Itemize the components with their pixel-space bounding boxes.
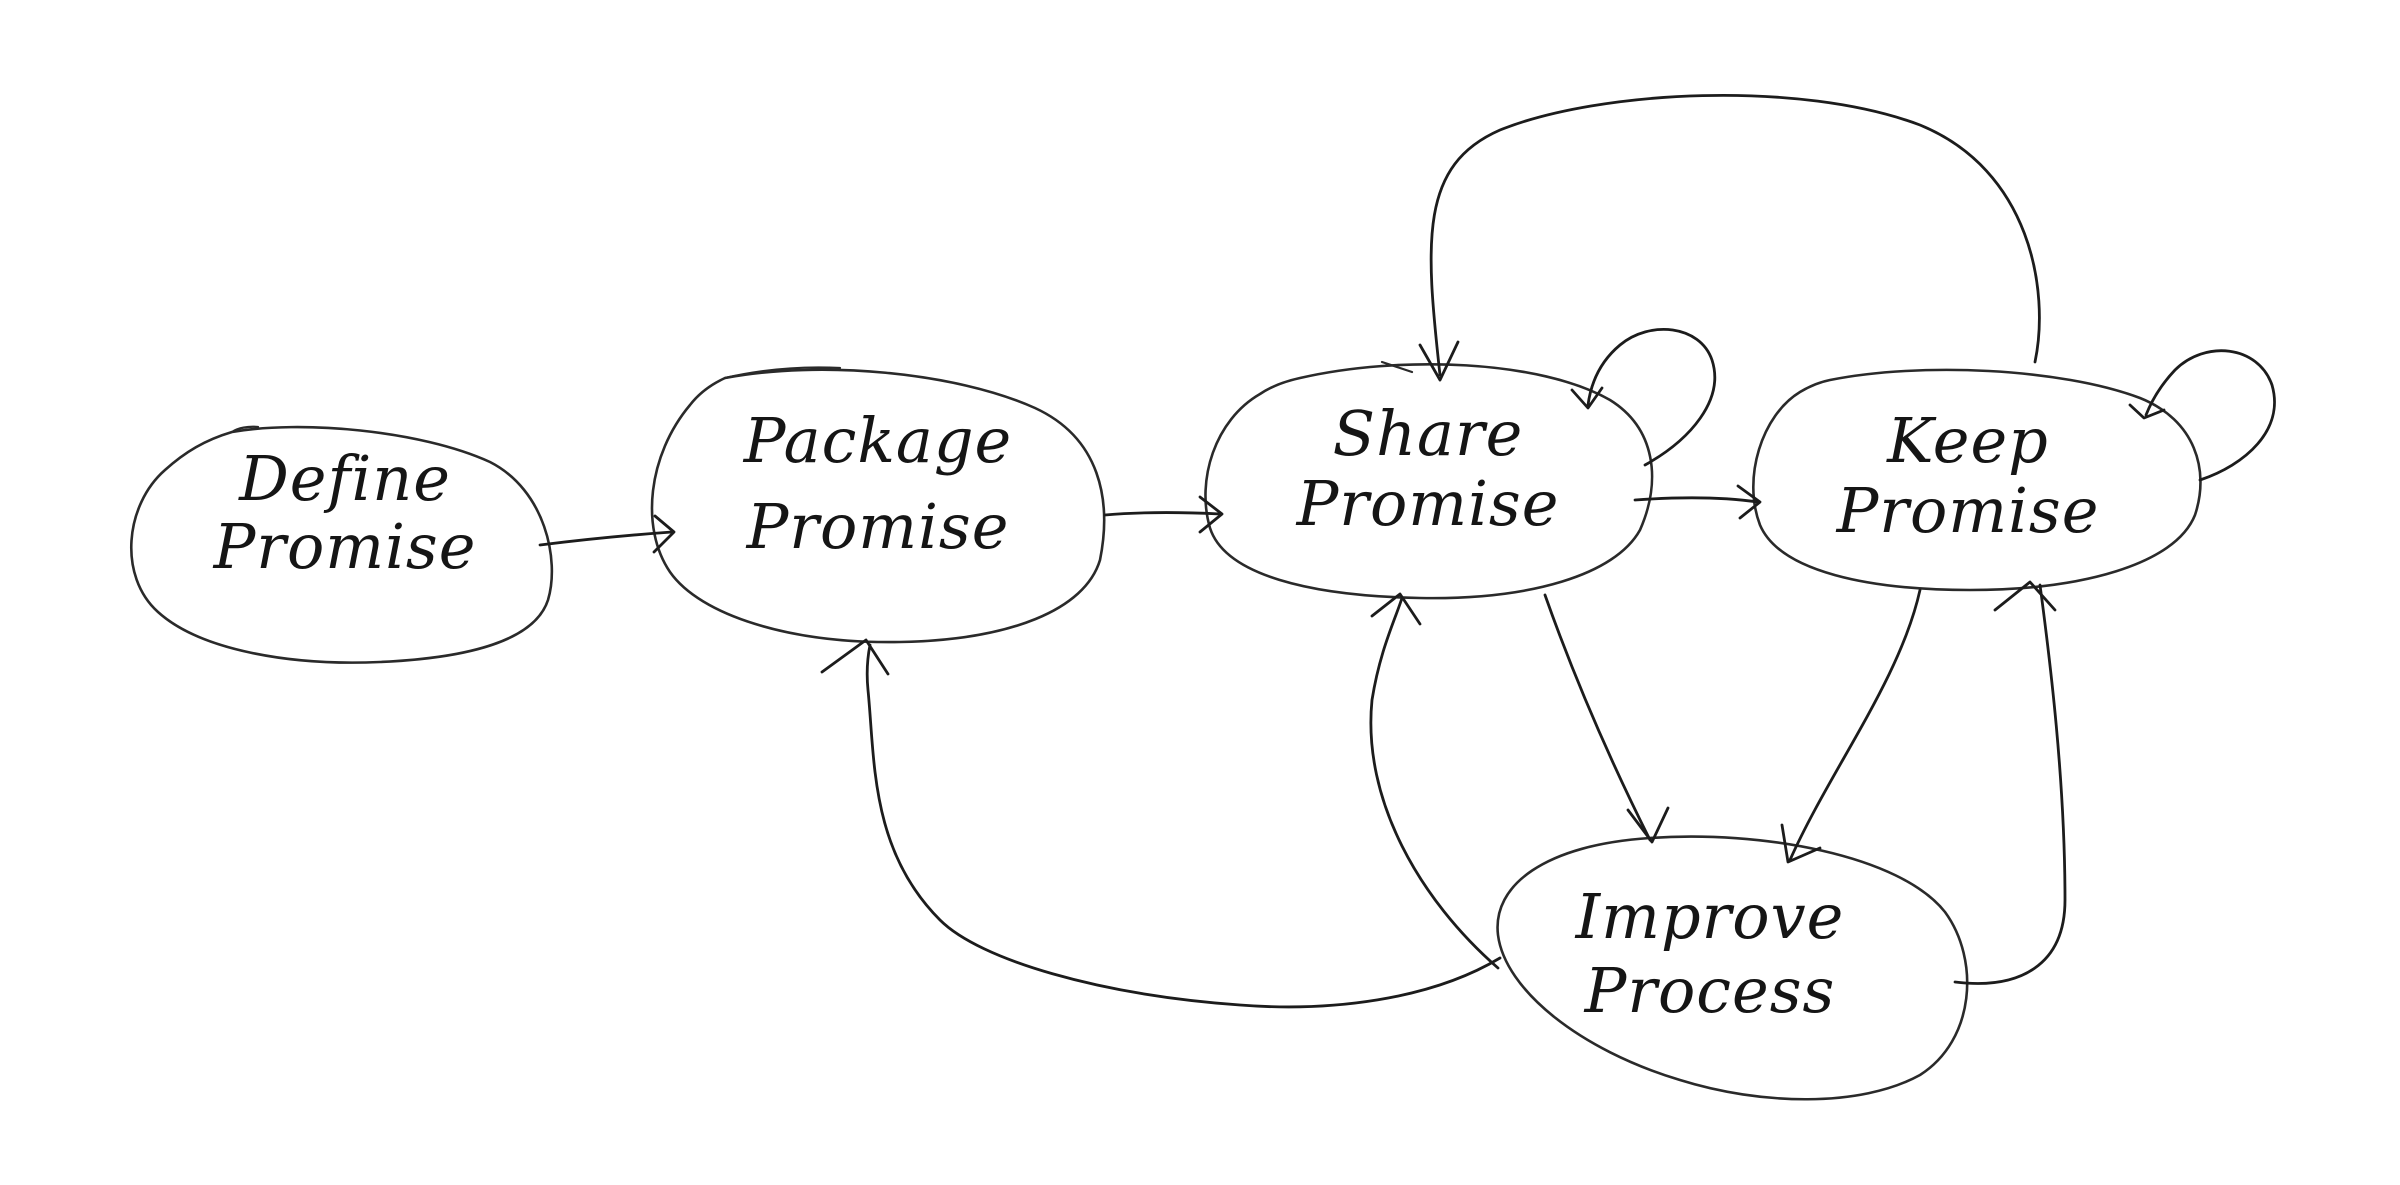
node-improve-process-shape: [1496, 835, 1969, 1101]
node-improve-process-label-line1: Improve: [1575, 880, 1845, 953]
node-package-promise-shape: [650, 368, 1106, 644]
edge-define-to-package-line: [538, 530, 674, 547]
edge-improve-to-package-arrowhead: [820, 638, 890, 676]
node-define-promise: Define Promise: [130, 425, 554, 664]
edge-define-to-package-arrowhead: [652, 514, 676, 554]
edge-improve-to-share: [1369, 592, 1500, 970]
edge-keep-self-loop-arrowhead: [2128, 403, 2166, 420]
node-share-promise-label-line2: Promise: [1296, 467, 1560, 540]
edge-share-to-keep-arrowhead: [1736, 484, 1762, 520]
edge-improve-to-keep-line: [1953, 583, 2067, 985]
edge-improve-to-share-line: [1369, 596, 1500, 970]
node-keep-promise-shape: [1752, 368, 2202, 592]
node-keep-promise-label-line2: Promise: [1836, 474, 2100, 547]
edge-share-to-improve: [1543, 593, 1670, 844]
edge-share-self-loop-arrowhead: [1570, 386, 1604, 410]
edge-keep-to-share-top: [1380, 94, 2041, 382]
edge-keep-to-improve: [1780, 588, 1922, 864]
edge-package-to-share: [1103, 495, 1224, 534]
edge-keep-to-improve-arrowhead: [1780, 823, 1822, 864]
edge-improve-to-keep: [1953, 580, 2067, 985]
node-define-promise-overline: [230, 425, 260, 434]
edge-define-to-package: [538, 514, 676, 554]
edge-package-to-share-arrowhead: [1198, 495, 1224, 534]
edge-keep-to-improve-line: [1788, 588, 1922, 862]
node-improve-process: Improve Process: [1496, 835, 1969, 1101]
edge-share-to-improve-line: [1543, 593, 1652, 842]
node-package-promise-label-line1: Package: [743, 404, 1013, 477]
edge-improve-to-share-arrowhead: [1370, 592, 1422, 626]
edge-improve-to-package: [820, 638, 1502, 1009]
edge-keep-to-share-top-arrowhead: [1418, 340, 1460, 382]
edge-keep-self-loop: [2128, 349, 2276, 482]
node-share-promise-shape: [1204, 362, 1654, 600]
edge-keep-to-share-top-line: [1429, 94, 2041, 377]
edge-share-to-keep-line: [1633, 496, 1760, 504]
edge-improve-to-keep-arrowhead: [1993, 580, 2057, 612]
node-define-promise-label-line2: Promise: [213, 510, 477, 583]
node-package-promise: Package Promise: [650, 366, 1106, 644]
edge-share-self-loop-line: [1586, 327, 1717, 467]
node-share-promise-label-line1: Share: [1333, 397, 1524, 470]
node-improve-process-label-line2: Process: [1584, 954, 1836, 1027]
node-keep-promise-label-line1: Keep: [1886, 404, 2049, 477]
node-package-promise-overline: [723, 366, 842, 380]
edge-package-to-share-line: [1103, 511, 1222, 517]
edge-keep-to-share-top-tick: [1380, 360, 1414, 374]
edge-share-to-keep: [1633, 484, 1762, 520]
node-define-promise-shape: [130, 425, 554, 664]
edge-share-self-loop: [1570, 327, 1717, 467]
edge-improve-to-package-line: [865, 643, 1502, 1009]
edge-share-to-improve-arrowhead: [1626, 806, 1670, 844]
node-share-promise: Share Promise: [1204, 362, 1654, 600]
node-package-promise-label-line2: Promise: [746, 490, 1010, 563]
edge-keep-self-loop-line: [2144, 349, 2276, 482]
node-keep-promise: Keep Promise: [1752, 368, 2202, 592]
node-define-promise-label-line1: Define: [238, 442, 451, 515]
